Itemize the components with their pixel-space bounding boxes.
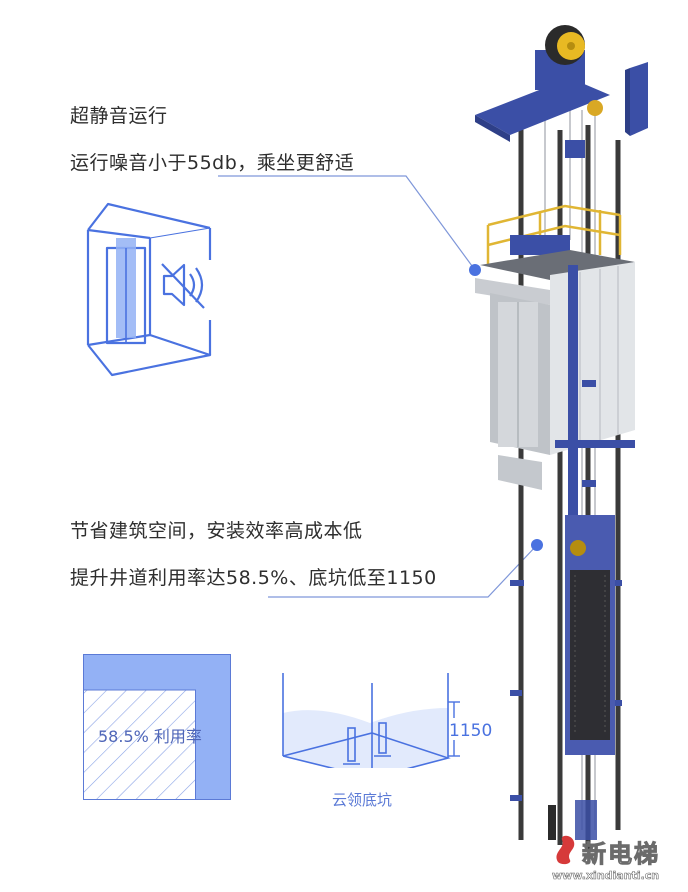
watermark-url: www.xindianti.cn <box>552 869 660 883</box>
pit-caption: 云领底坑 <box>332 791 393 809</box>
elevator-illustration <box>475 25 648 850</box>
buffer-icons <box>343 722 391 765</box>
muted-speaker-icon <box>161 263 205 309</box>
feature-space-title: 节省建筑空间，安装效率高成本低 <box>70 520 363 542</box>
pit-diagram <box>282 673 451 768</box>
elevator-car-icon <box>86 202 212 377</box>
feature-quiet-desc: 运行噪音小于55db，乘坐更舒适 <box>70 152 355 174</box>
watermark: 新电梯 www.xindianti.cn <box>552 832 682 887</box>
feature-quiet-title: 超静音运行 <box>70 105 168 127</box>
feature-space-desc: 提升井道利用率达58.5%、底坑低至1150 <box>70 567 437 589</box>
utilization-diagram: 58.5% 利用率 <box>83 654 231 800</box>
pit-dimension: 1150 <box>449 721 493 741</box>
dimension-bracket <box>448 701 460 757</box>
utilization-label: 58.5% 利用率 <box>98 727 202 746</box>
brand-logo-icon <box>556 835 575 865</box>
watermark-brand: 新电梯 <box>582 840 660 869</box>
